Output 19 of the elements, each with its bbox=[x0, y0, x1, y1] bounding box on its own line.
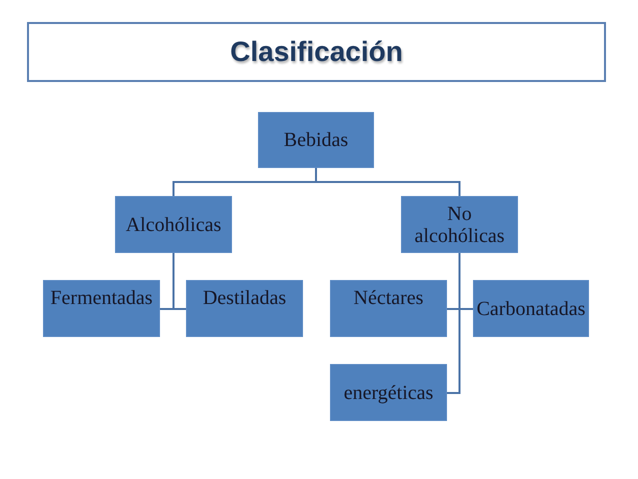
category-box bbox=[401, 196, 518, 253]
category-label: Carbonatadas bbox=[476, 298, 586, 320]
category-label: Fermentadas bbox=[50, 287, 153, 309]
category-box bbox=[330, 364, 447, 421]
connector-line bbox=[447, 253, 460, 394]
category-label: Bebidas bbox=[284, 129, 348, 151]
connector-line bbox=[172, 253, 186, 310]
category-box bbox=[115, 196, 232, 253]
category-label: Alcohólicas bbox=[126, 214, 222, 236]
category-box bbox=[186, 280, 303, 337]
category-label: Néctares bbox=[354, 287, 424, 309]
category-box bbox=[258, 112, 374, 168]
category-box bbox=[43, 280, 160, 337]
category-label: energéticas bbox=[344, 382, 434, 404]
title-heading: Clasificación bbox=[230, 36, 403, 68]
category-box bbox=[473, 280, 589, 337]
category-box bbox=[330, 280, 447, 337]
category-label: No alcohólicas bbox=[414, 202, 506, 246]
category-label: Destiladas bbox=[202, 287, 286, 309]
